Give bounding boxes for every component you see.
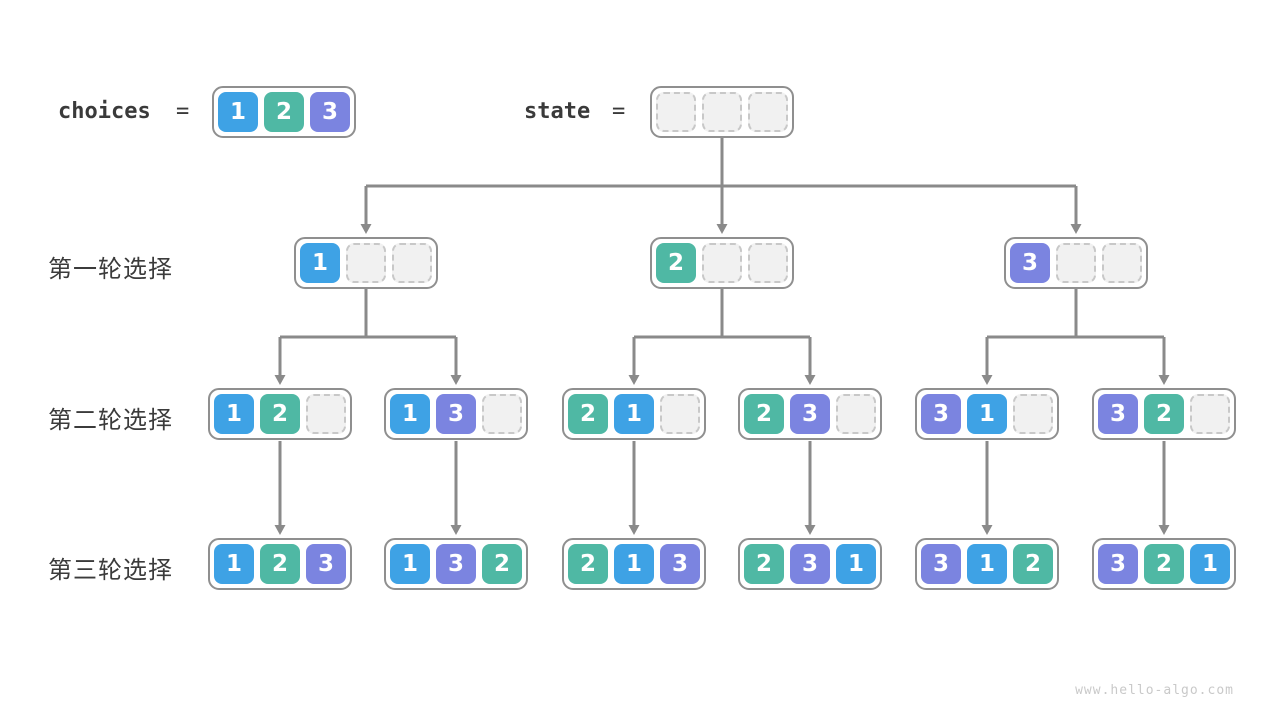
choice-cell-2: 2	[744, 394, 784, 434]
choice-cell-3: 3	[436, 544, 476, 584]
perm-node-round1-1: 1	[294, 237, 438, 289]
choice-cell-2: 2	[1144, 394, 1184, 434]
perm-node-round1-2: 2	[650, 237, 794, 289]
state-label: state	[524, 99, 591, 124]
choice-cell-2: 2	[260, 544, 300, 584]
round-1-label: 第一轮选择	[48, 255, 173, 283]
empty-slot	[748, 243, 788, 283]
choice-cell-1: 1	[218, 92, 258, 132]
choice-cell-3: 3	[1098, 394, 1138, 434]
choice-cell-2: 2	[744, 544, 784, 584]
choice-cell-2: 2	[482, 544, 522, 584]
choice-cell-1: 1	[214, 394, 254, 434]
choice-cell-3: 3	[790, 544, 830, 584]
empty-slot	[306, 394, 346, 434]
empty-slot	[1102, 243, 1142, 283]
empty-slot	[660, 394, 700, 434]
choice-cell-3: 3	[660, 544, 700, 584]
choices-label: choices	[58, 99, 151, 124]
choice-cell-2: 2	[1144, 544, 1184, 584]
choices-equals: =	[176, 99, 190, 124]
choice-cell-1: 1	[214, 544, 254, 584]
choice-cell-1: 1	[390, 394, 430, 434]
choice-cell-1: 1	[967, 544, 1007, 584]
empty-slot	[748, 92, 788, 132]
choice-cell-3: 3	[1098, 544, 1138, 584]
round-3-label: 第三轮选择	[48, 556, 173, 584]
choice-cell-1: 1	[836, 544, 876, 584]
perm-node-round1-3: 3	[1004, 237, 1148, 289]
choice-cell-2: 2	[656, 243, 696, 283]
empty-slot	[1013, 394, 1053, 434]
choice-cell-3: 3	[306, 544, 346, 584]
empty-slot	[392, 243, 432, 283]
choice-cell-3: 3	[921, 394, 961, 434]
empty-slot	[346, 243, 386, 283]
choice-cell-1: 1	[1190, 544, 1230, 584]
choice-cell-3: 3	[436, 394, 476, 434]
empty-slot	[1190, 394, 1230, 434]
choice-cell-2: 2	[260, 394, 300, 434]
empty-slot	[482, 394, 522, 434]
watermark: www.hello-algo.com	[1075, 683, 1234, 698]
empty-slot	[702, 243, 742, 283]
round-2-label: 第二轮选择	[48, 406, 173, 434]
state-equals: =	[612, 99, 626, 124]
state-array	[650, 86, 794, 138]
choice-cell-3: 3	[921, 544, 961, 584]
empty-slot	[1056, 243, 1096, 283]
choice-cell-1: 1	[614, 394, 654, 434]
choice-cell-3: 3	[790, 394, 830, 434]
choice-cell-1: 1	[967, 394, 1007, 434]
choice-cell-3: 3	[310, 92, 350, 132]
empty-slot	[836, 394, 876, 434]
choice-cell-2: 2	[568, 394, 608, 434]
choice-cell-1: 1	[390, 544, 430, 584]
empty-slot	[702, 92, 742, 132]
choice-cell-2: 2	[264, 92, 304, 132]
choice-cell-1: 1	[300, 243, 340, 283]
choice-cell-2: 2	[1013, 544, 1053, 584]
empty-slot	[656, 92, 696, 132]
choice-cell-1: 1	[614, 544, 654, 584]
choice-cell-3: 3	[1010, 243, 1050, 283]
choice-cell-2: 2	[568, 544, 608, 584]
